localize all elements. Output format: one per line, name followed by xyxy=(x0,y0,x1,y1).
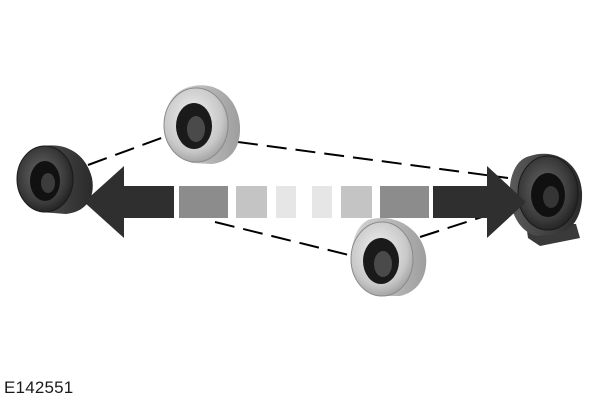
arrow-left-head xyxy=(84,166,174,238)
dash-left-to-top xyxy=(87,132,176,166)
dash-top-to-right xyxy=(237,141,509,179)
arrow-segment-6 xyxy=(380,186,429,218)
arrow-segment-1 xyxy=(179,186,228,218)
arrow-segment-3 xyxy=(276,186,296,218)
top-speaker-tire-icon xyxy=(163,85,241,164)
arrow-right-head xyxy=(433,166,526,238)
arrow-segment-2 xyxy=(236,186,267,218)
dash-left-to-bottom xyxy=(214,221,358,258)
left-speaker-tire-icon xyxy=(16,145,93,214)
dashed-connector-lines xyxy=(87,132,511,258)
dash-bottom-to-right xyxy=(419,207,511,238)
figure-reference-code: E142551 xyxy=(4,378,74,397)
double-headed-arrow-icon xyxy=(84,166,526,238)
bottom-speaker-tire-icon xyxy=(350,217,427,297)
arrow-segment-5 xyxy=(341,186,372,218)
arrow-segment-4 xyxy=(312,186,332,218)
right-speaker-tire-icon xyxy=(509,153,583,246)
